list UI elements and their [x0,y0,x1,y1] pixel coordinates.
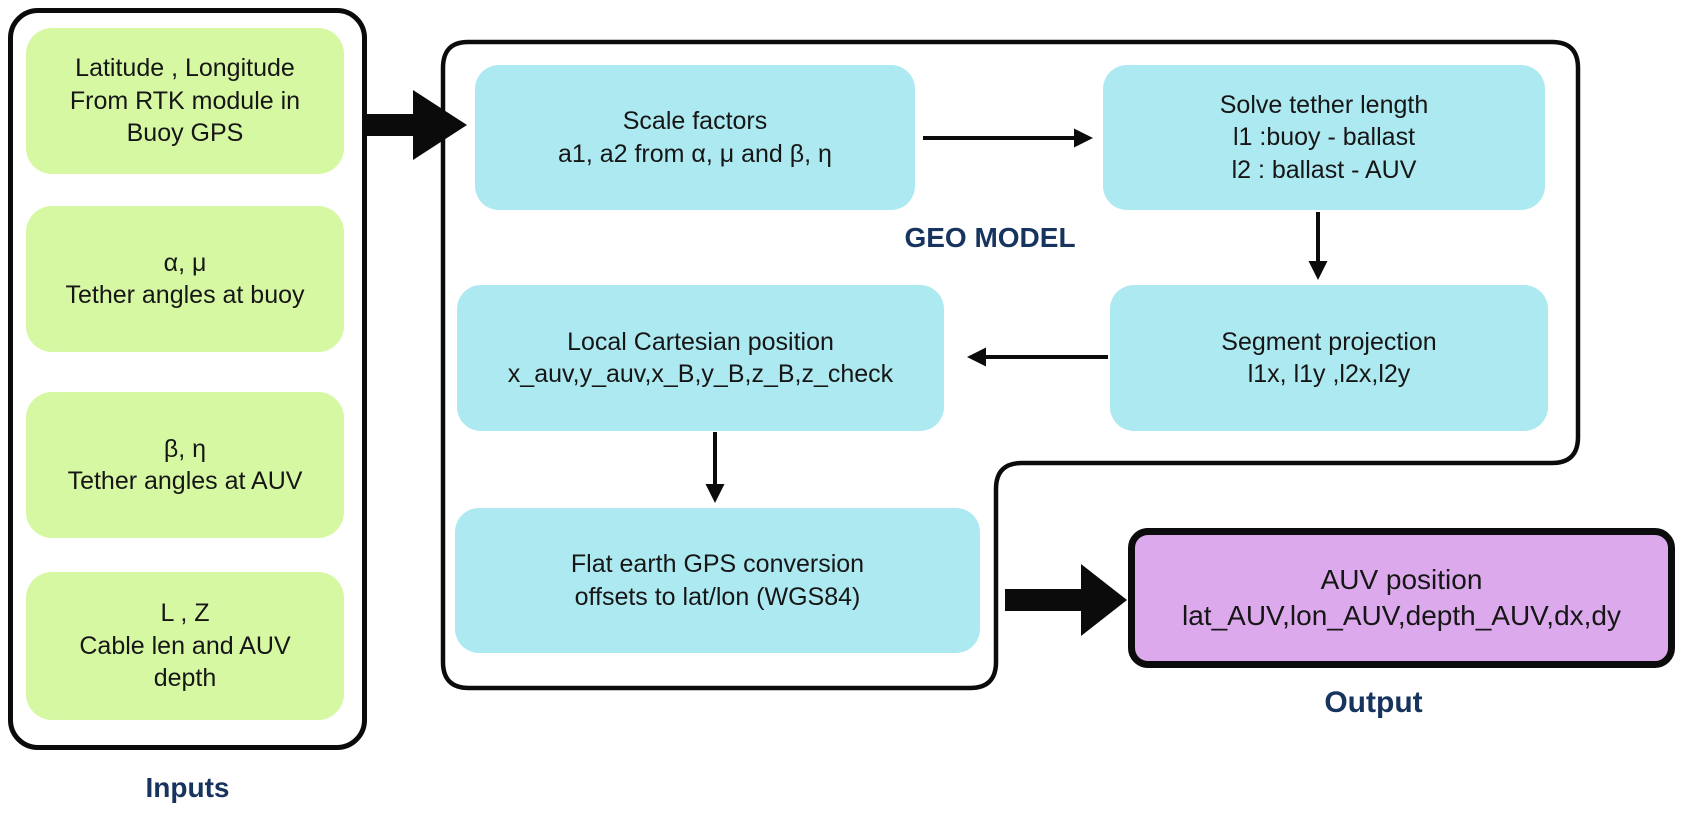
output-box-auv-position: AUV position lat_AUV,lon_AUV,depth_AUV,d… [1128,528,1675,668]
process-box-segment-projection: Segment projection l1x, l1y ,l2x,l2y [1110,285,1548,431]
arrow-cartesian-to-flatearth [705,432,725,503]
inputs-label: Inputs [145,772,230,803]
input-box-latlon: Latitude , Longitude From RTK module in … [26,28,344,174]
input-box-buoy-angles: α, μ Tether angles at buoy [26,206,344,352]
arrow-geomodel-to-output [1005,564,1127,636]
arrow-inputs-to-geomodel [363,90,467,160]
geo-model-outline [440,39,1581,691]
arrow-segment-to-cartesian [967,347,1108,367]
input-box-cable-depth: L , Z Cable len and AUV depth [26,572,344,720]
geo-model-label: GEO MODEL [904,222,1076,253]
output-label: Output [1324,686,1423,719]
inputs-container [8,8,367,750]
process-box-local-cartesian: Local Cartesian position x_auv,y_auv,x_B… [457,285,944,431]
process-box-solve-tether: Solve tether length l1 :buoy - ballast l… [1103,65,1545,210]
input-box-auv-angles: β, η Tether angles at AUV [26,392,344,538]
arrow-scale-to-solve [923,128,1093,148]
arrow-solve-to-segment [1308,212,1328,280]
process-box-scale-factors: Scale factors a1, a2 from α, μ and β, η [475,65,915,210]
process-box-flat-earth: Flat earth GPS conversion offsets to lat… [455,508,980,653]
